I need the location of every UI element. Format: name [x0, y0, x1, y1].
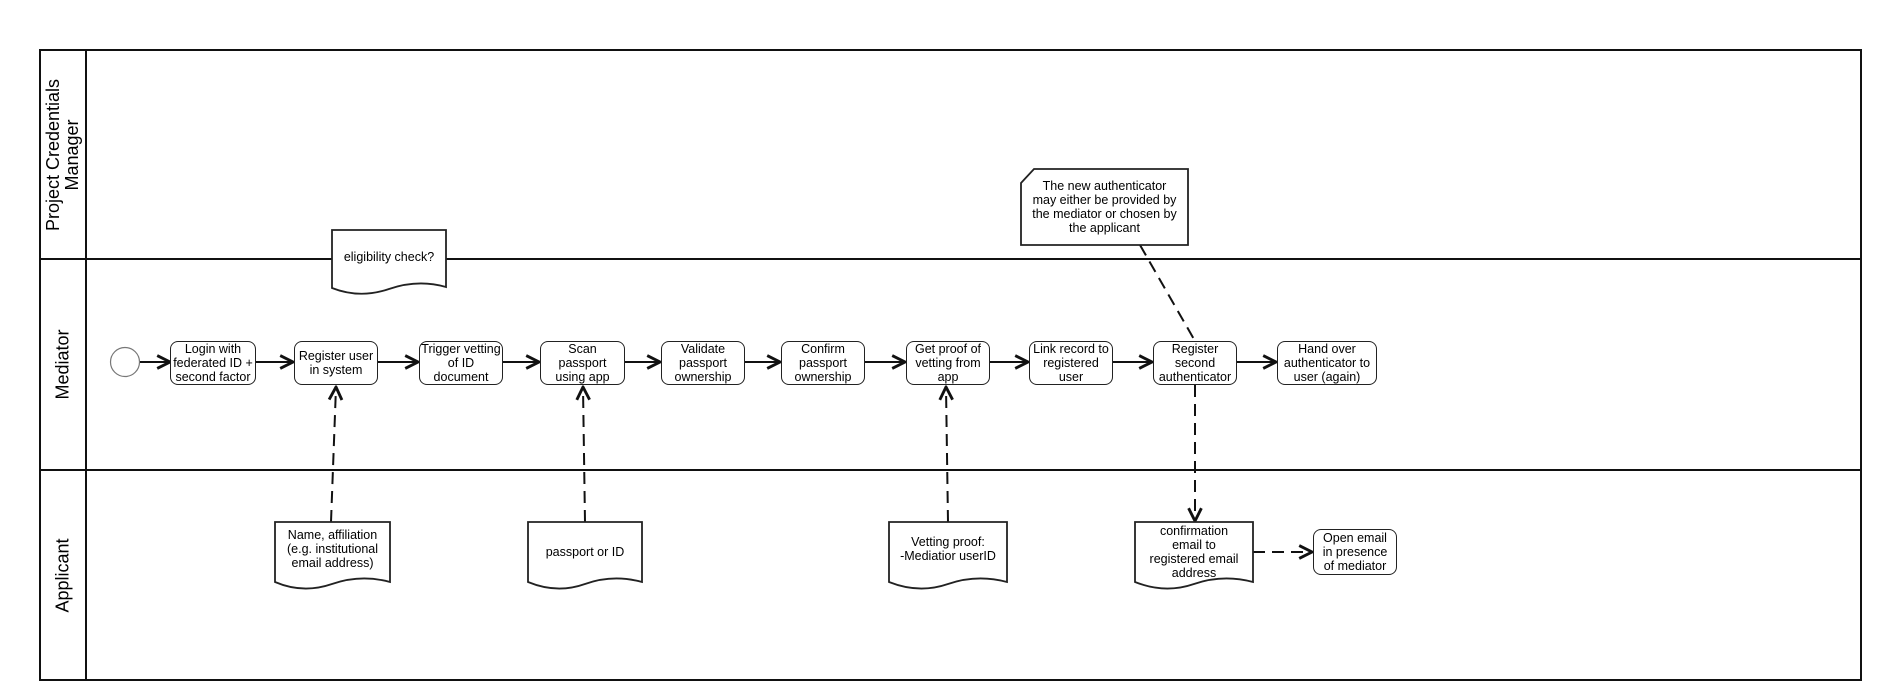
task-hand-over-authenticator[interactable]: Hand over authenticator to user (again) [1277, 341, 1377, 385]
data-association [583, 387, 585, 523]
annotation-shape [1020, 168, 1189, 246]
document-shape [274, 521, 391, 590]
start-event[interactable] [109, 346, 141, 378]
lane-label: Applicant [52, 537, 73, 613]
task-confirm-ownership[interactable]: Confirm passport ownership [781, 341, 865, 385]
document-shape [331, 229, 447, 295]
lane-mediator: Mediator [40, 259, 86, 470]
task-register-user[interactable]: Register user in system [294, 341, 378, 385]
task-validate-ownership[interactable]: Validate passport ownership [661, 341, 745, 385]
data-association [946, 387, 948, 523]
lane-label: Mediator [52, 329, 73, 400]
task-link-record[interactable]: Link record to registered user [1029, 341, 1113, 385]
task-scan-passport[interactable]: Scan passport using app [540, 341, 625, 385]
document-shape [1134, 521, 1254, 590]
annotation-new-authenticator[interactable]: The new authenticator may either be prov… [1032, 179, 1177, 235]
pool-frame [39, 49, 1862, 681]
document-confirmation-email[interactable]: confirmation email to registered email a… [1149, 524, 1239, 580]
task-open-email[interactable]: Open email in presence of mediator [1313, 529, 1397, 575]
lane-label: Project Credentials Manager [43, 78, 83, 231]
task-trigger-vetting[interactable]: Trigger vetting of ID document [419, 341, 503, 385]
task-get-proof[interactable]: Get proof of vetting from app [906, 341, 990, 385]
task-login[interactable]: Login with federated ID + second factor [170, 341, 256, 385]
lane-applicant: Applicant [40, 470, 86, 680]
task-register-second-authenticator[interactable]: Register second authenticator [1153, 341, 1237, 385]
lane-project-credentials-manager: Project Credentials Manager [40, 50, 86, 259]
document-name-affiliation[interactable]: Name, affiliation (e.g. institutional em… [286, 528, 379, 570]
document-vetting-proof[interactable]: Vetting proof: -Mediatior userID [900, 535, 996, 563]
document-eligibility-check[interactable]: eligibility check? [343, 250, 435, 264]
document-shape [888, 521, 1008, 590]
data-association [331, 387, 336, 523]
document-shape [527, 521, 643, 590]
document-passport[interactable]: passport or ID [545, 545, 625, 559]
